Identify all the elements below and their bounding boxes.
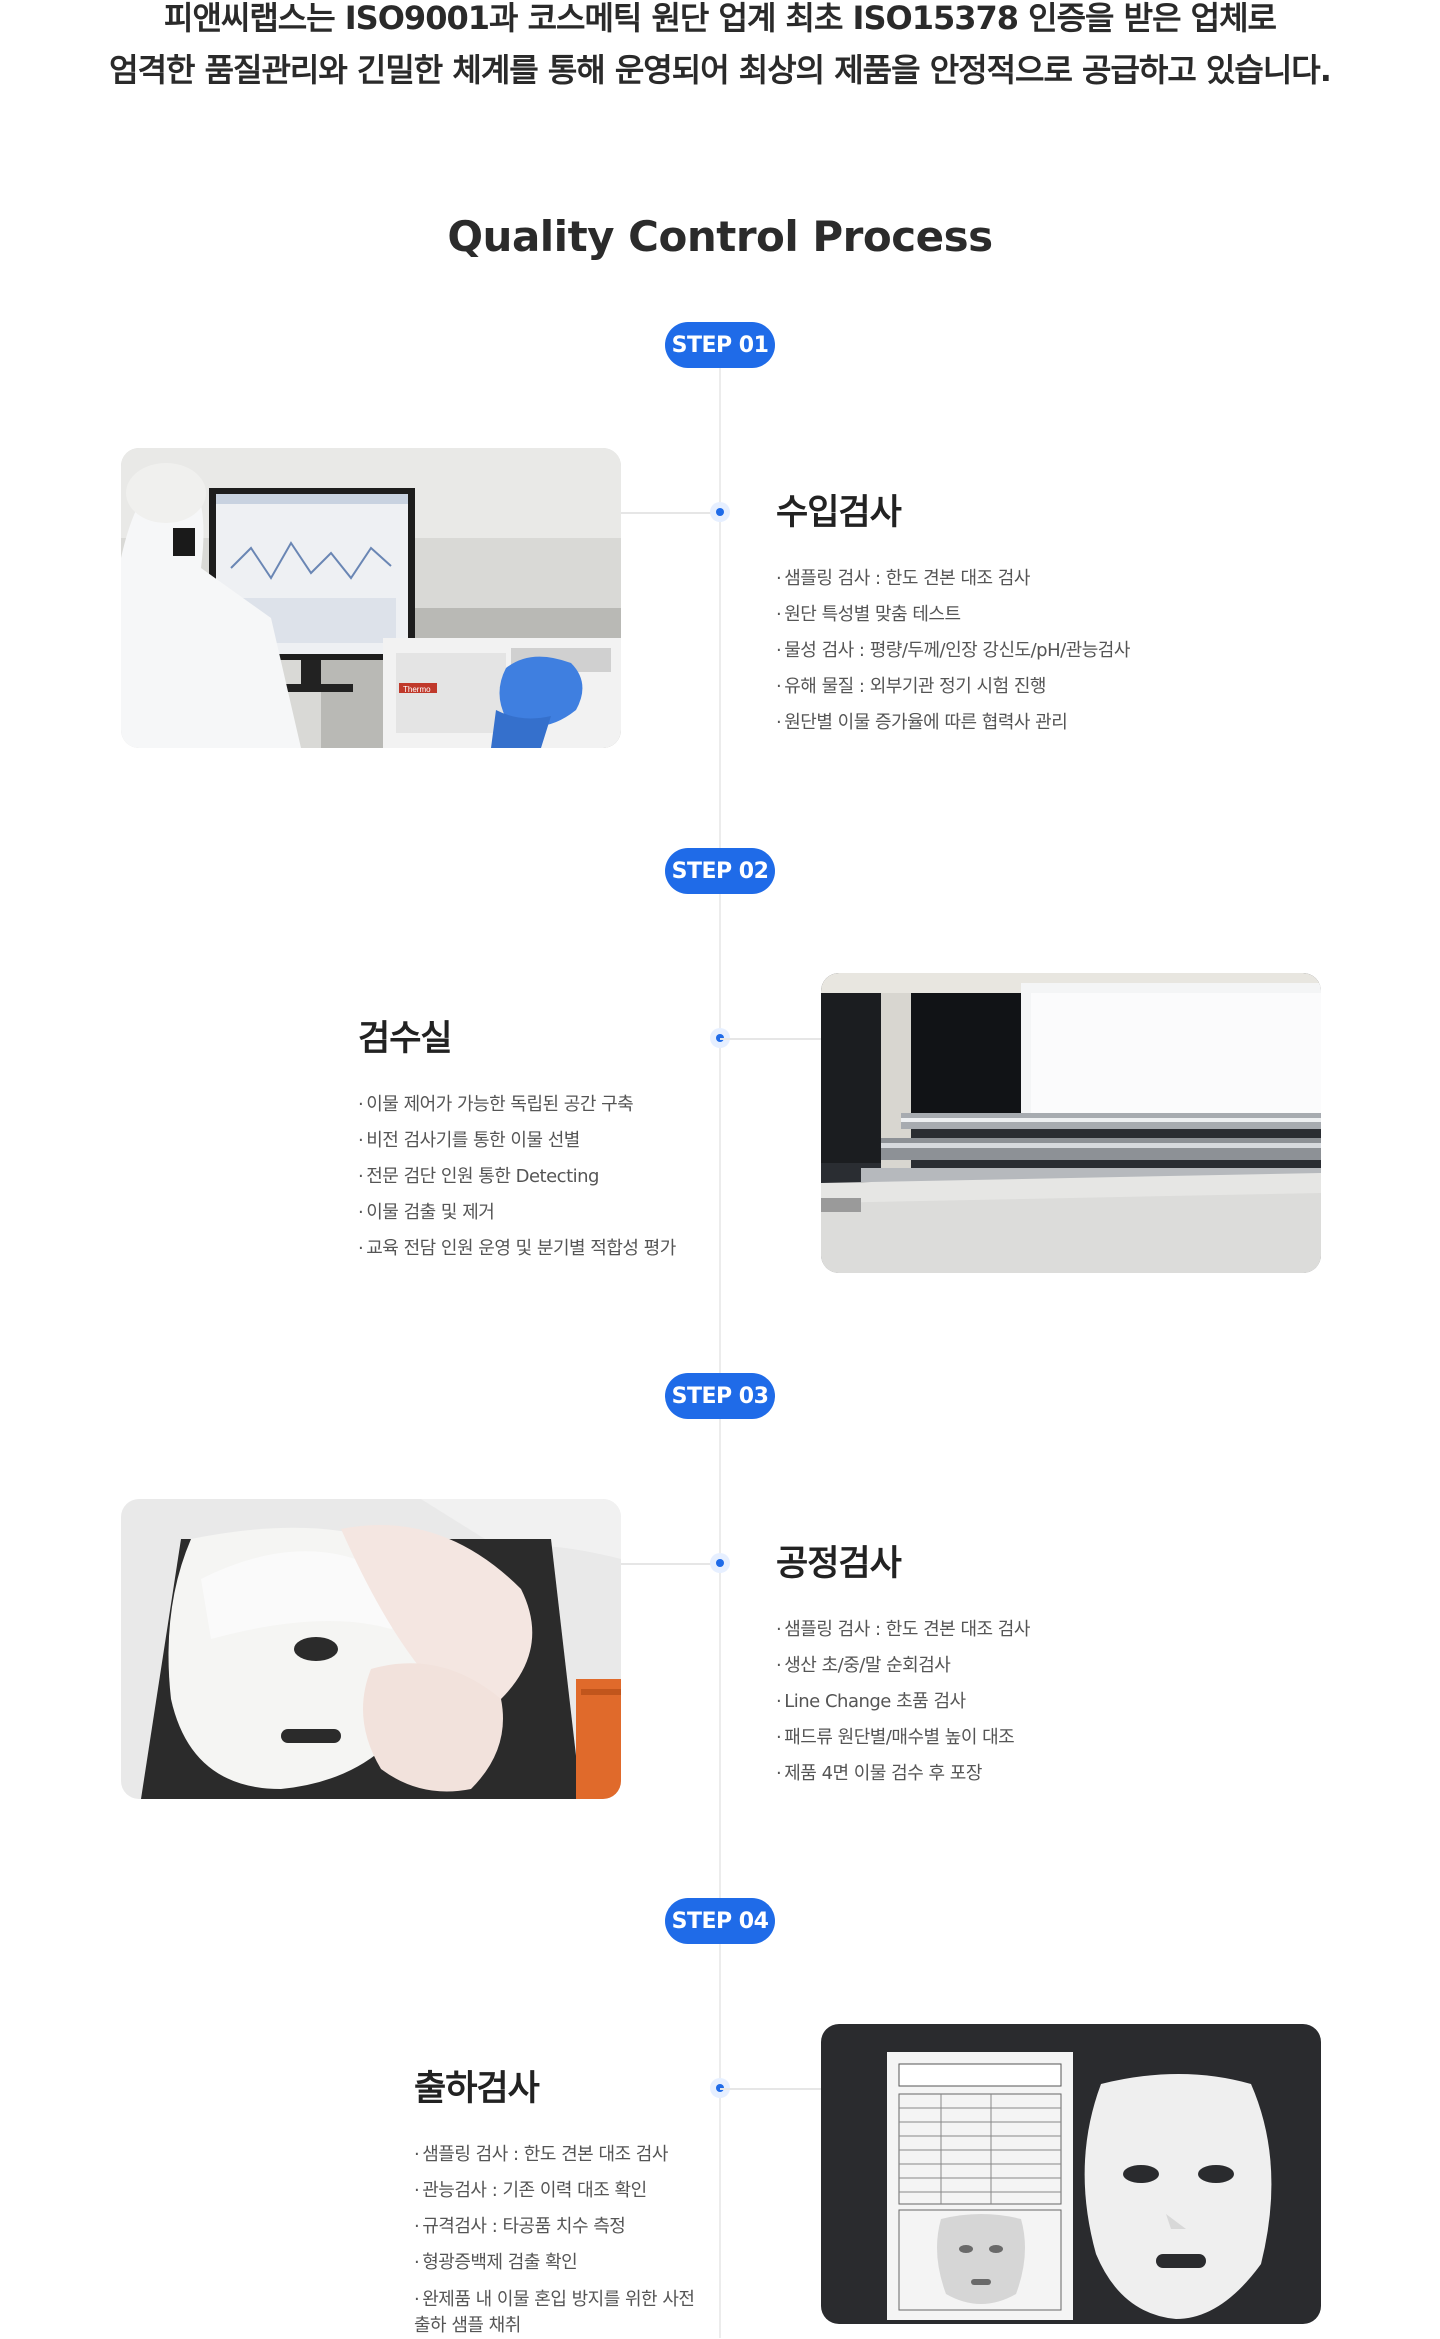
step-title-4: 출하검사 [414, 2069, 540, 2109]
list-item: 유해 물질 : 외부기관 정기 시험 진행 [776, 669, 1130, 705]
list-item: 제품 4면 이물 검수 후 포장 [776, 1756, 1030, 1792]
step-photo-4 [821, 2024, 1321, 2324]
list-item: 샘플링 검사 : 한도 견본 대조 검사 [776, 561, 1130, 597]
list-item: 이물 제어가 가능한 독립된 공간 구축 [358, 1087, 676, 1123]
timeline-line [719, 338, 721, 2338]
list-item: 관능검사 : 기존 이력 대조 확인 [414, 2173, 704, 2209]
step-content-2: 검수실 이물 제어가 가능한 독립된 공간 구축 비전 검사기를 통한 이물 선… [358, 1010, 676, 1267]
list-item: 완제품 내 이물 혼입 방지를 위한 사전 출하 샘플 채취 [414, 2281, 704, 2339]
list-item: 비전 검사기를 통한 이물 선별 [358, 1123, 676, 1159]
intro-line-1: 피앤씨랩스는 ISO9001과 코스메틱 원단 업계 최초 ISO15378 인… [164, 0, 1277, 37]
step-connector-1 [621, 512, 720, 514]
step-title-3: 공정검사 [776, 1544, 902, 1584]
list-item: 규격검사 : 타공품 치수 측정 [414, 2209, 704, 2245]
step-badge-4: STEP 04 [665, 1898, 775, 1944]
list-item: 원단 특성별 맞춤 테스트 [776, 597, 1130, 633]
step-content-3: 공정검사 샘플링 검사 : 한도 견본 대조 검사 생산 초/중/말 순회검사 … [776, 1535, 1030, 1792]
list-item: 원단별 이물 증가율에 따른 협력사 관리 [776, 705, 1130, 741]
step-title-1: 수입검사 [776, 493, 902, 533]
step-content-1: 수입검사 샘플링 검사 : 한도 견본 대조 검사 원단 특성별 맞춤 테스트 … [776, 484, 1130, 741]
list-item: 샘플링 검사 : 한도 견본 대조 검사 [776, 1612, 1030, 1648]
step-photo-2 [821, 973, 1321, 1273]
list-item: 샘플링 검사 : 한도 견본 대조 검사 [414, 2137, 704, 2173]
list-item: Line Change 초품 검사 [776, 1684, 1030, 1720]
list-item: 물성 검사 : 평량/두께/인장 강신도/pH/관능검사 [776, 633, 1130, 669]
step-badge-1: STEP 01 [665, 322, 775, 368]
step-connector-3 [621, 1563, 720, 1565]
step-connector-4 [720, 2088, 821, 2090]
list-item: 형광증백제 검출 확인 [414, 2245, 704, 2281]
photo1-brand-label: Thermo [403, 685, 431, 694]
list-item: 전문 검단 인원 통한 Detecting [358, 1159, 676, 1195]
step-list-2: 이물 제어가 가능한 독립된 공간 구축 비전 검사기를 통한 이물 선별 전문… [358, 1087, 676, 1267]
intro-line-2: 엄격한 품질관리와 긴밀한 체계를 통해 운영되어 최상의 제품을 안정적으로 … [109, 51, 1332, 89]
step-list-4: 샘플링 검사 : 한도 견본 대조 검사 관능검사 : 기존 이력 대조 확인 … [414, 2137, 704, 2339]
step-connector-2 [720, 1038, 821, 1040]
step-badge-3: STEP 03 [665, 1373, 775, 1419]
step-photo-1: Thermo [121, 448, 621, 748]
step-photo-3 [121, 1499, 621, 1799]
step-list-3: 샘플링 검사 : 한도 견본 대조 검사 생산 초/중/말 순회검사 Line … [776, 1612, 1030, 1792]
list-item: 교육 전담 인원 운영 및 분기별 적합성 평가 [358, 1231, 676, 1267]
step-badge-2: STEP 02 [665, 848, 775, 894]
list-item: 이물 검출 및 제거 [358, 1195, 676, 1231]
list-item: 생산 초/중/말 순회검사 [776, 1648, 1030, 1684]
step-title-2: 검수실 [358, 1019, 453, 1059]
step-dot-3 [710, 1553, 730, 1573]
step-content-4: 출하검사 샘플링 검사 : 한도 견본 대조 검사 관능검사 : 기존 이력 대… [414, 2060, 704, 2339]
section-title: Quality Control Process [447, 212, 993, 261]
step-list-1: 샘플링 검사 : 한도 견본 대조 검사 원단 특성별 맞춤 테스트 물성 검사… [776, 561, 1130, 741]
list-item: 패드류 원단별/매수별 높이 대조 [776, 1720, 1030, 1756]
step-dot-1 [710, 502, 730, 522]
